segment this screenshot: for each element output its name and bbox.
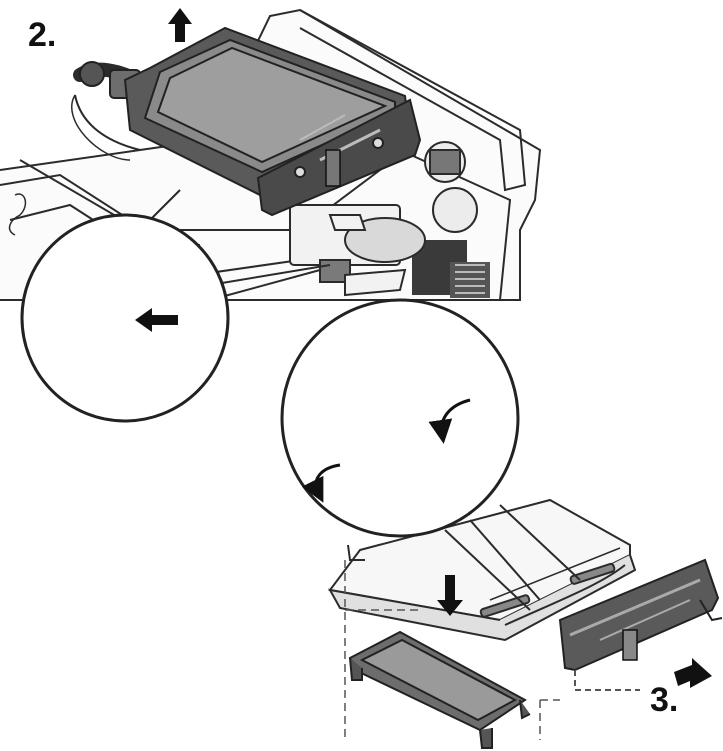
front-cover bbox=[558, 558, 723, 691]
bottom-bracket bbox=[348, 630, 531, 749]
inner-base-parts bbox=[289, 204, 426, 297]
step-3-label: 3. bbox=[650, 681, 679, 719]
up-arrow-icon bbox=[168, 8, 192, 42]
pull-out-arrow-icon bbox=[674, 658, 712, 688]
step-2-label: 2. bbox=[28, 16, 57, 54]
down-arrow-icon bbox=[437, 575, 463, 616]
callout-screw-detail bbox=[280, 298, 581, 611]
rotate-arrow-icon bbox=[301, 398, 471, 503]
removable-module bbox=[123, 26, 422, 217]
exchanger-body bbox=[328, 498, 637, 642]
alignment-guides bbox=[344, 560, 560, 740]
housing-circular-vents bbox=[424, 141, 478, 233]
push-arrow-icon bbox=[135, 308, 178, 332]
callout-latch-detail bbox=[20, 189, 331, 423]
